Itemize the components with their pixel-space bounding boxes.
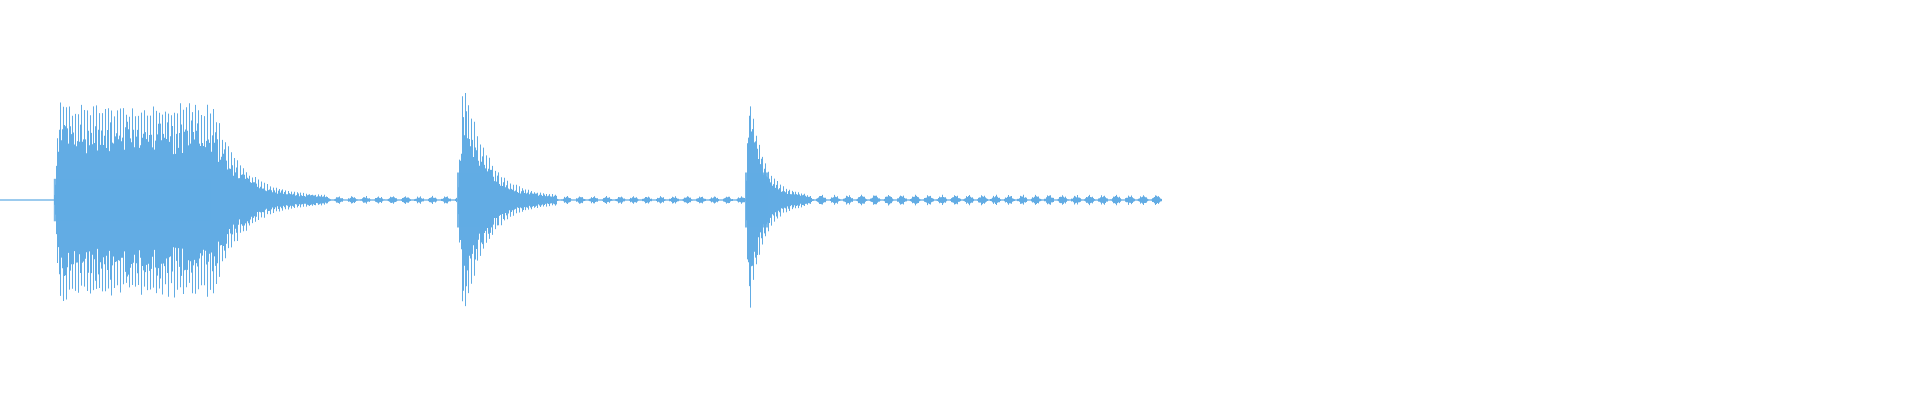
waveform-core-band (745, 172, 768, 228)
waveform-samples (0, 93, 1162, 308)
waveform-core-band (53, 178, 212, 222)
waveform-core-band (457, 172, 480, 228)
